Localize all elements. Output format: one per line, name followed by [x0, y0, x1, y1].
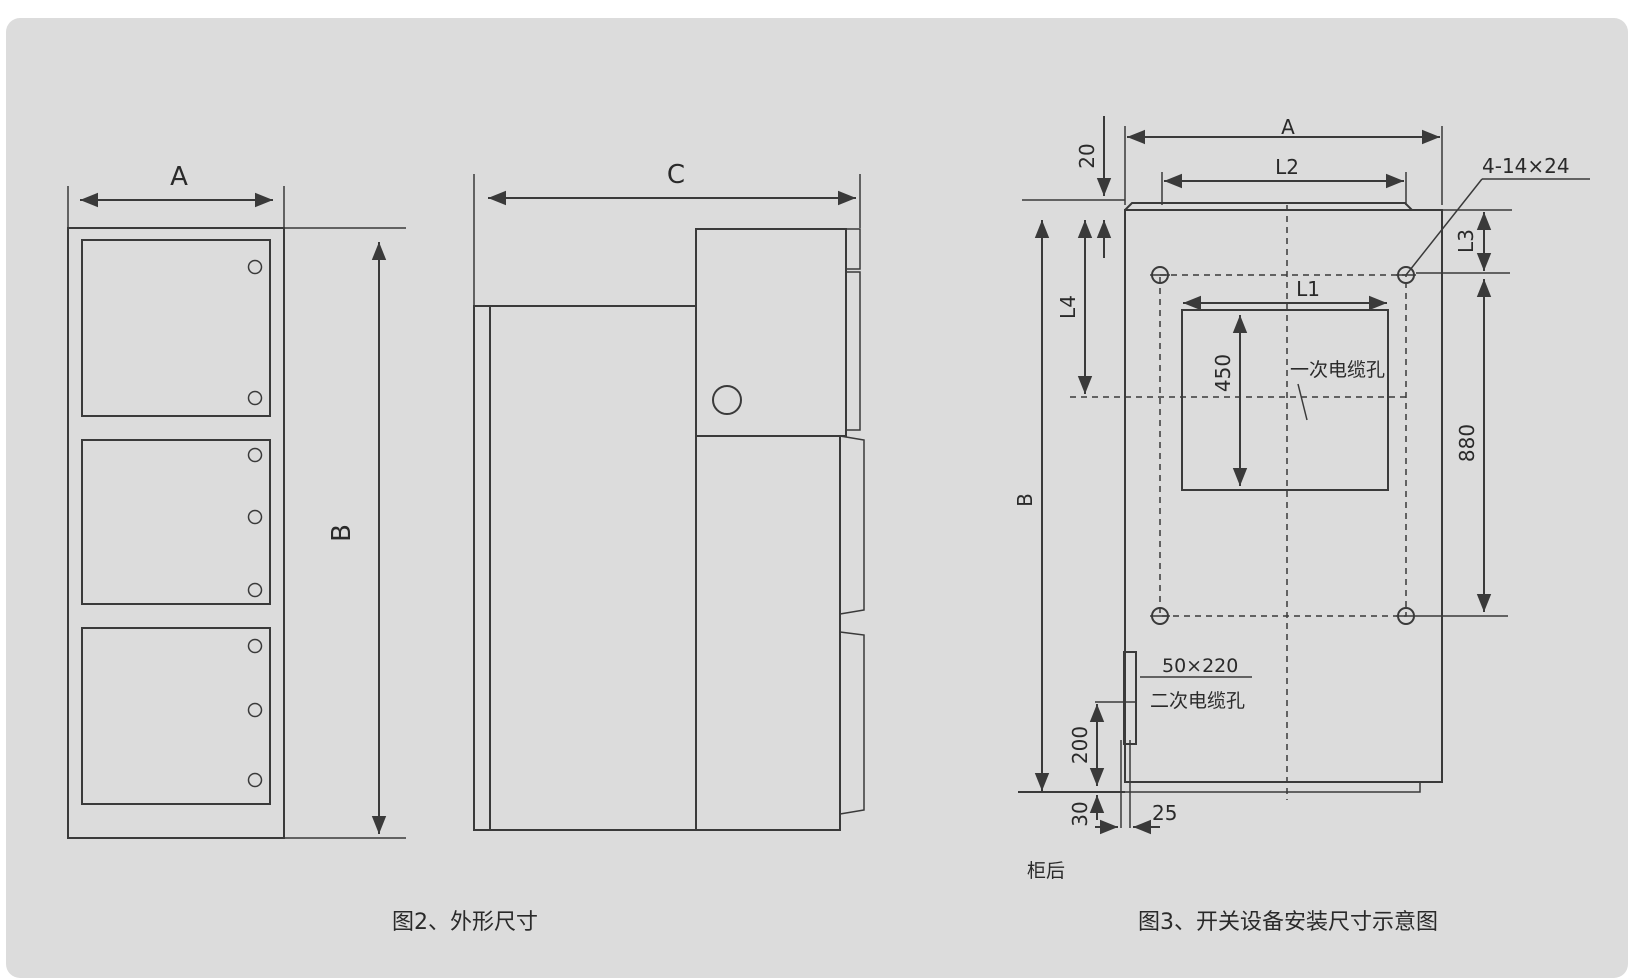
- fig2-door-handles: [247, 259, 263, 788]
- fig3-dim-l3-label: L3: [1454, 229, 1478, 253]
- fig3-dim-25-label: 25: [1152, 801, 1177, 825]
- fig3-dim-l1-label: L1: [1296, 277, 1320, 301]
- fig3-dim-l4-label: L4: [1056, 295, 1080, 319]
- fig3-secondary-cable-hole-label: 二次电缆孔: [1150, 690, 1245, 712]
- fig2-dim-c-label: C: [667, 160, 685, 190]
- fig3-dim-200-label: 200: [1068, 726, 1092, 764]
- fig3-mounting-holes: [1150, 266, 1416, 625]
- fig2-middle-door: [81, 439, 271, 605]
- fig2-side-body: [489, 305, 697, 831]
- fig3-dim-20-label: 20: [1075, 143, 1099, 168]
- fig3-dim-880-label: 880: [1455, 424, 1479, 462]
- fig2-side-front-frame: [473, 305, 491, 831]
- fig2-cabinet-front: [67, 227, 285, 839]
- fig3-dim-a-label: A: [1281, 115, 1295, 139]
- fig3-rear-label: 柜后: [1027, 860, 1065, 882]
- fig3-dim-450-label: 450: [1211, 354, 1235, 392]
- fig3-primary-cable-hole: [1181, 309, 1389, 491]
- fig2-side-view: C: [473, 160, 865, 831]
- fig3-dim-l2-label: L2: [1275, 155, 1299, 179]
- fig3-hole-pattern: [1159, 274, 1407, 617]
- fig3-top-plate: [1124, 202, 1415, 211]
- fig2-side-lower-body: [695, 435, 841, 831]
- fig2-lower-door: [81, 627, 271, 805]
- fig2-caption: 图2、外形尺寸: [392, 910, 538, 935]
- fig3-slot-spec: 50×220: [1162, 655, 1238, 677]
- fig2-side-relay-box: [695, 228, 847, 437]
- fig3-hole-spec: 4-14×24: [1482, 154, 1570, 178]
- fig2-dim-b-label: B: [327, 524, 357, 542]
- fig3-caption: 图3、开关设备安装尺寸示意图: [1138, 910, 1438, 935]
- fig2-side-knob: [712, 385, 742, 415]
- fig2-front-view: A B: [67, 162, 406, 839]
- fig3-dim-30-label: 30: [1068, 801, 1092, 826]
- fig3-primary-cable-hole-label: 一次电缆孔: [1290, 359, 1385, 381]
- fig3-dim-b-label: B: [1013, 493, 1037, 507]
- fig2-upper-door: [81, 239, 271, 417]
- fig3-installation: A L2 20 4-14×24: [1013, 115, 1590, 882]
- fig2-dim-a-label: A: [170, 162, 188, 192]
